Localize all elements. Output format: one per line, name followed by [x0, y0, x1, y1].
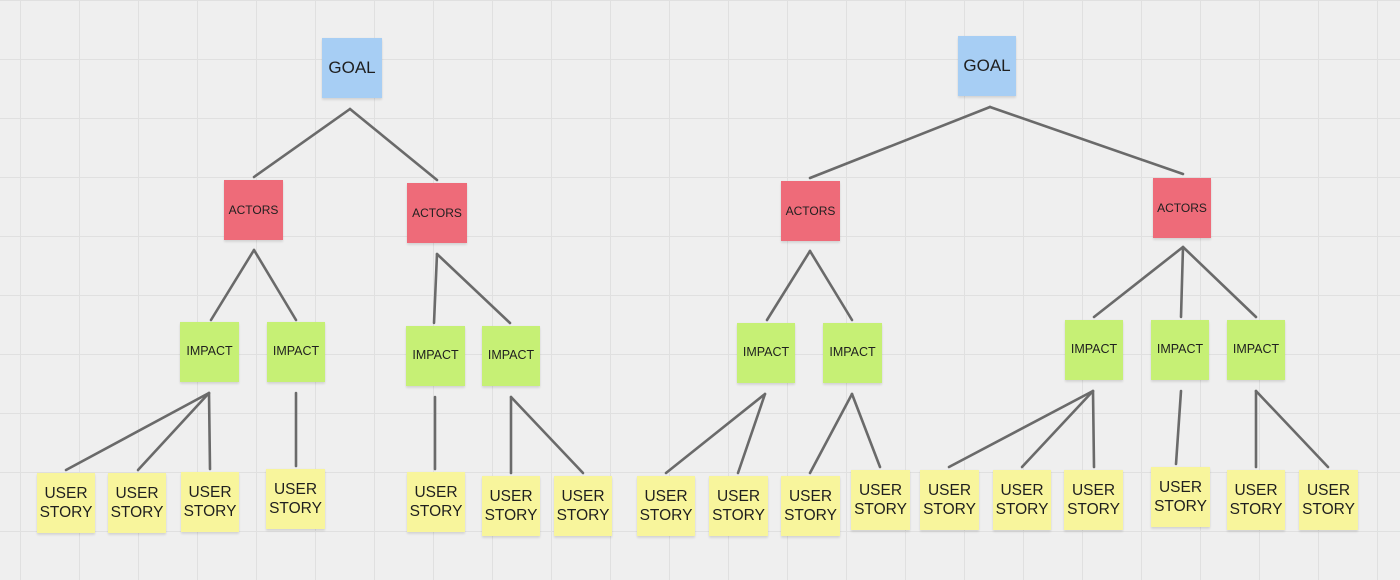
impact-story-connector — [664, 392, 767, 475]
goal-actor-connector — [348, 107, 439, 182]
goal-sticky-note[interactable]: GOAL — [958, 36, 1016, 96]
impact-label: IMPACT — [742, 345, 790, 360]
actor-impact-connector — [808, 249, 854, 322]
goal-actor-connector — [808, 105, 992, 180]
actors-sticky-note[interactable]: ACTORS — [781, 181, 840, 241]
impact-label: IMPACT — [1232, 342, 1280, 357]
impact-story-connector — [207, 391, 212, 471]
impact-story-connector — [736, 392, 767, 475]
impact-label: IMPACT — [1156, 342, 1204, 357]
goal-actor-connector — [988, 105, 1185, 176]
actor-impact-connector — [1181, 245, 1258, 319]
actor-label: ACTORS — [785, 203, 836, 218]
goal-actor-connector — [252, 107, 352, 179]
impact-label: IMPACT — [487, 348, 535, 363]
impact-story-connector — [1020, 389, 1095, 469]
actor-impact-connector — [435, 252, 512, 325]
impact-sticky-note[interactable]: IMPACT — [1151, 320, 1209, 380]
impact-sticky-note[interactable]: IMPACT — [737, 323, 795, 383]
impact-story-connector — [808, 392, 854, 475]
actor-impact-connector — [1179, 245, 1185, 319]
impact-story-connector — [509, 395, 585, 475]
impact-sticky-note[interactable]: IMPACT — [267, 322, 325, 382]
impact-story-connector — [850, 392, 882, 469]
actor-label: ACTORS — [1157, 200, 1207, 215]
impact-sticky-note[interactable]: IMPACT — [406, 326, 465, 386]
impact-label: IMPACT — [186, 344, 233, 359]
goal-label: GOAL — [328, 58, 376, 78]
actors-sticky-note[interactable]: ACTORS — [1153, 178, 1211, 238]
actor-label: ACTORS — [228, 202, 279, 217]
actor-impact-connector — [252, 248, 298, 322]
impact-sticky-note[interactable]: IMPACT — [1065, 320, 1123, 380]
impact-story-connector — [1091, 389, 1096, 469]
impact-sticky-note[interactable]: IMPACT — [482, 326, 540, 386]
goal-sticky-note[interactable]: GOAL — [322, 38, 382, 98]
impact-story-connector — [1174, 389, 1183, 466]
actor-impact-connector — [432, 252, 439, 325]
impact-story-connector — [64, 391, 211, 472]
actor-label: ACTORS — [412, 205, 462, 220]
actors-sticky-note[interactable]: ACTORS — [224, 180, 283, 240]
impact-label: IMPACT — [829, 345, 876, 360]
actor-impact-connector — [1092, 245, 1185, 319]
impact-label: IMPACT — [272, 344, 320, 359]
impact-sticky-note[interactable]: IMPACT — [823, 323, 882, 383]
actor-impact-connector — [209, 248, 256, 322]
impact-label: IMPACT — [412, 348, 459, 363]
impact-sticky-note[interactable]: IMPACT — [1227, 320, 1285, 380]
impact-story-connector — [947, 389, 1095, 469]
actor-impact-connector — [765, 249, 812, 322]
impact-story-connector — [136, 391, 211, 472]
goal-label: GOAL — [963, 56, 1011, 76]
impact-label: IMPACT — [1070, 342, 1118, 357]
impact-sticky-note[interactable]: IMPACT — [180, 322, 239, 382]
actors-sticky-note[interactable]: ACTORS — [407, 183, 467, 243]
impact-story-connector — [1254, 389, 1330, 469]
